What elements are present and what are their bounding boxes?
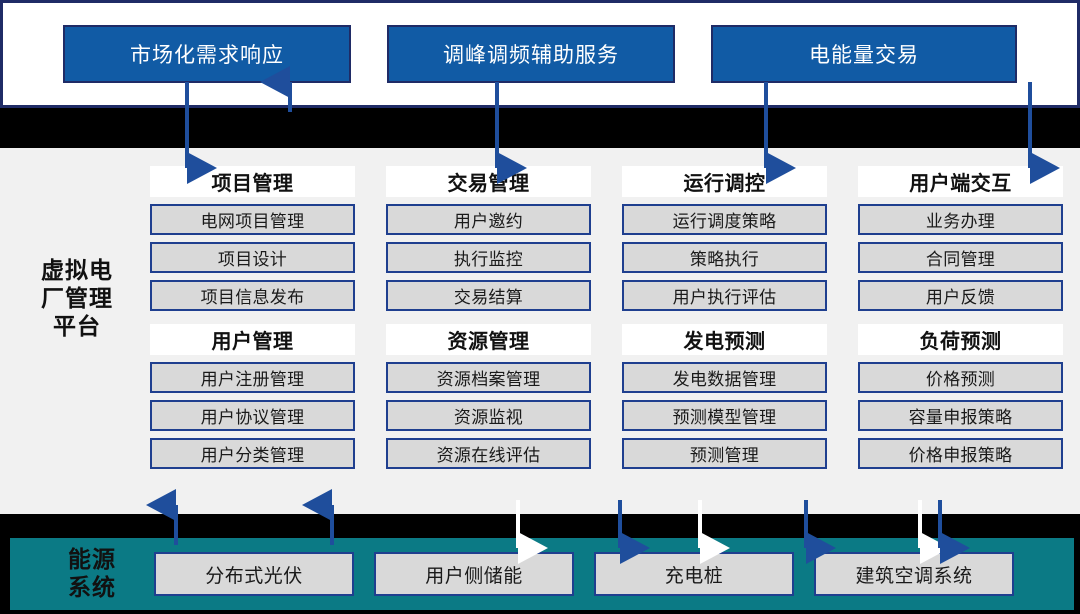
energy-system-label: 能源 系统 (46, 546, 138, 601)
module-item[interactable]: 电网项目管理 (150, 204, 355, 235)
energy-box-charging-pile[interactable]: 充电桩 (594, 552, 794, 596)
platform-label-line-3: 平台 (53, 313, 101, 340)
platform-label-line-1: 虚拟电 (41, 257, 113, 283)
module-generation-forecast: 发电预测 发电数据管理 预测模型管理 预测管理 (622, 324, 827, 469)
top-banner: 市场化需求响应 调峰调频辅助服务 电能量交易 (0, 0, 1080, 108)
module-item[interactable]: 资源档案管理 (386, 362, 591, 393)
module-item[interactable]: 交易结算 (386, 280, 591, 311)
module-item[interactable]: 价格预测 (858, 362, 1063, 393)
module-operation-control: 运行调控 运行调度策略 策略执行 用户执行评估 (622, 166, 827, 311)
module-title: 资源管理 (386, 324, 591, 355)
energy-system-section: 能源 系统 分布式光伏 用户侧储能 充电桩 建筑空调系统 (10, 538, 1074, 610)
module-grid: 项目管理 电网项目管理 项目设计 项目信息发布 交易管理 用户邀约 执行监控 交… (150, 166, 1063, 469)
module-item[interactable]: 用户邀约 (386, 204, 591, 235)
platform-section: 虚拟电 厂管理 平台 项目管理 电网项目管理 项目设计 项目信息发布 交易管理 … (0, 148, 1080, 514)
module-resource-management: 资源管理 资源档案管理 资源监视 资源在线评估 (386, 324, 591, 469)
energy-box-user-side-storage[interactable]: 用户侧储能 (374, 552, 574, 596)
module-item[interactable]: 价格申报策略 (858, 438, 1063, 469)
module-project-management: 项目管理 电网项目管理 项目设计 项目信息发布 (150, 166, 355, 311)
module-item[interactable]: 用户反馈 (858, 280, 1063, 311)
module-item[interactable]: 用户协议管理 (150, 400, 355, 431)
module-item[interactable]: 资源在线评估 (386, 438, 591, 469)
module-item[interactable]: 用户执行评估 (622, 280, 827, 311)
energy-box-building-hvac[interactable]: 建筑空调系统 (814, 552, 1014, 596)
module-user-management: 用户管理 用户注册管理 用户协议管理 用户分类管理 (150, 324, 355, 469)
module-title: 发电预测 (622, 324, 827, 355)
module-client-interaction: 用户端交互 业务办理 合同管理 用户反馈 (858, 166, 1063, 311)
energy-label-line-2: 系统 (68, 574, 116, 600)
module-item[interactable]: 用户分类管理 (150, 438, 355, 469)
energy-box-list: 分布式光伏 用户侧储能 充电桩 建筑空调系统 (154, 552, 1014, 596)
banner-box-energy-trading[interactable]: 电能量交易 (711, 25, 1017, 83)
module-title: 项目管理 (150, 166, 355, 197)
module-item[interactable]: 合同管理 (858, 242, 1063, 273)
energy-box-distributed-pv[interactable]: 分布式光伏 (154, 552, 354, 596)
module-trading-management: 交易管理 用户邀约 执行监控 交易结算 (386, 166, 591, 311)
energy-label-line-1: 能源 (68, 546, 116, 573)
module-item[interactable]: 业务办理 (858, 204, 1063, 235)
module-item[interactable]: 用户注册管理 (150, 362, 355, 393)
module-load-forecast: 负荷预测 价格预测 容量申报策略 价格申报策略 (858, 324, 1063, 469)
module-item[interactable]: 策略执行 (622, 242, 827, 273)
module-item[interactable]: 运行调度策略 (622, 204, 827, 235)
module-title: 负荷预测 (858, 324, 1063, 355)
module-item[interactable]: 预测管理 (622, 438, 827, 469)
module-item[interactable]: 项目信息发布 (150, 280, 355, 311)
module-item[interactable]: 预测模型管理 (622, 400, 827, 431)
banner-box-peak-frequency-aux-service[interactable]: 调峰调频辅助服务 (387, 25, 675, 83)
module-title: 用户端交互 (858, 166, 1063, 197)
module-item[interactable]: 发电数据管理 (622, 362, 827, 393)
module-item[interactable]: 项目设计 (150, 242, 355, 273)
module-item[interactable]: 执行监控 (386, 242, 591, 273)
platform-label: 虚拟电 厂管理 平台 (22, 256, 132, 340)
banner-box-market-demand-response[interactable]: 市场化需求响应 (63, 25, 351, 83)
module-item[interactable]: 容量申报策略 (858, 400, 1063, 431)
module-title: 用户管理 (150, 324, 355, 355)
module-item[interactable]: 资源监视 (386, 400, 591, 431)
module-title: 交易管理 (386, 166, 591, 197)
platform-label-line-2: 厂管理 (41, 285, 113, 312)
module-title: 运行调控 (622, 166, 827, 197)
